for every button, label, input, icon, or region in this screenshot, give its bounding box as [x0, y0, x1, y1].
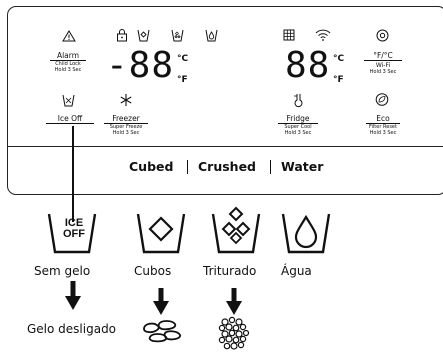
- snowflake-icon: [120, 94, 132, 106]
- freezer-button[interactable]: Freezer: [104, 115, 148, 124]
- wifi-icon: [315, 29, 331, 41]
- alarm-sub2: Hold 3 Sec: [54, 67, 82, 73]
- crushed-button[interactable]: Crushed: [198, 159, 257, 174]
- unit-toggle-label[interactable]: °F/°C: [364, 52, 402, 61]
- eco-button[interactable]: Eco: [366, 115, 400, 124]
- gelo-desligado-caption: Gelo desligado: [27, 322, 117, 336]
- crushed-ice-small-icon: [171, 29, 184, 42]
- ice-off-pointer-line: [72, 126, 74, 222]
- eco-sub1: Filter Reset: [369, 124, 397, 130]
- agua-caption: Água: [281, 264, 312, 278]
- lock-icon: [117, 29, 127, 42]
- control-panel: [7, 6, 443, 195]
- crushed-cup-icon: [211, 206, 261, 254]
- cubos-caption: Cubos: [134, 264, 172, 278]
- arrow-down-icon: [65, 281, 81, 310]
- fridge-unit-c: °C: [333, 54, 345, 64]
- sem-gelo-caption: Sem gelo: [34, 264, 91, 278]
- separator-2: [270, 160, 271, 174]
- eco-leaf-icon: [375, 93, 389, 106]
- filter-grid-icon: [283, 29, 295, 41]
- wifi-label: Wi-Fi: [375, 62, 391, 69]
- fridge-sub2: Hold 3 Sec: [284, 130, 312, 136]
- panel-divider: [7, 146, 443, 147]
- alarm-label[interactable]: Alarm: [50, 52, 86, 61]
- ice-cube-small-icon: [137, 29, 150, 42]
- eco-sub2: Hold 3 Sec: [369, 130, 397, 136]
- freezer-temp-display: -88: [106, 45, 175, 86]
- freezer-unit-c: °C: [177, 54, 189, 64]
- ice-cubes-icon: [143, 320, 181, 343]
- ice-off-button[interactable]: Ice Off: [46, 115, 94, 124]
- wifi-sub2: Hold 3 Sec: [369, 69, 397, 75]
- ice-off-cup-icon: [47, 213, 97, 254]
- fridge-cool-icon: [294, 94, 303, 108]
- fridge-temp-display: 88: [285, 45, 331, 86]
- fridge-unit-f: °F: [333, 75, 344, 85]
- arrow-down-icon: [153, 288, 169, 315]
- freezer-sub1: Super Freeze: [109, 124, 143, 130]
- cubed-cup-icon: [136, 213, 186, 254]
- cubed-button[interactable]: Cubed: [129, 159, 174, 174]
- freezer-sub2: Hold 3 Sec: [112, 130, 140, 136]
- separator-1: [187, 160, 188, 174]
- water-cup-icon: [281, 213, 331, 254]
- water-small-icon: [205, 29, 218, 42]
- fridge-sub1: Super Cool: [284, 124, 312, 130]
- fridge-button[interactable]: Fridge: [278, 115, 318, 124]
- crushed-ice-icon: [218, 316, 250, 350]
- arrow-down-icon: [226, 288, 242, 315]
- temperature-toggle-icon: [376, 29, 389, 42]
- ice-off-small-icon: [62, 94, 75, 107]
- triturado-caption: Triturado: [203, 264, 257, 278]
- alarm-icon: [62, 30, 76, 42]
- water-button[interactable]: Water: [281, 159, 324, 174]
- freezer-unit-f: °F: [177, 75, 188, 85]
- alarm-sub1: Child Lock: [55, 61, 81, 67]
